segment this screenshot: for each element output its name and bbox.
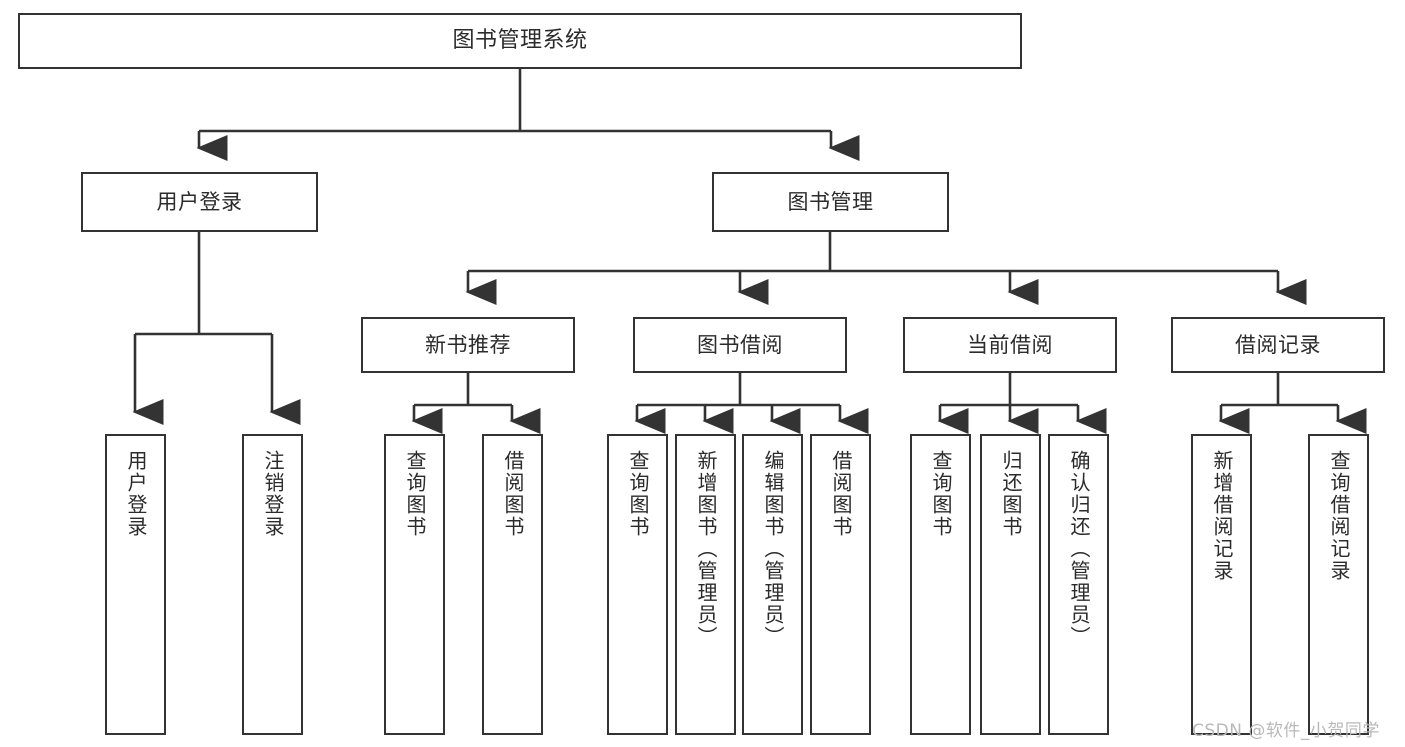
node-leaf-query-book-recommend[interactable]: 查询图书 [384,434,445,735]
node-leaf-logout[interactable]: 注销登录 [242,434,303,735]
node-current-borrow[interactable]: 当前借阅 [903,317,1117,373]
node-label: 借阅图书 [829,450,853,538]
node-leaf-query-book-current[interactable]: 查询图书 [910,434,971,735]
node-label: 编辑图书（管理员） [761,450,785,648]
node-label: 查询图书 [929,450,953,538]
node-label: 用户登录 [124,450,148,538]
node-label: 新增借阅记录 [1210,450,1234,582]
node-leaf-query-book-borrow[interactable]: 查询图书 [607,434,668,735]
node-label: 注销登录 [261,450,285,538]
node-leaf-confirm-return-admin[interactable]: 确认归还（管理员） [1048,434,1109,735]
node-leaf-add-book-admin[interactable]: 新增图书（管理员） [675,434,736,735]
node-leaf-return-book[interactable]: 归还图书 [980,434,1041,735]
node-label: 归还图书 [999,450,1023,538]
node-label: 查询图书 [626,450,650,538]
node-leaf-borrow-book[interactable]: 借阅图书 [810,434,871,735]
node-label: 借阅记录 [1235,332,1321,357]
node-label: 确认归还（管理员） [1067,450,1091,648]
node-book-borrow[interactable]: 图书借阅 [633,317,847,373]
node-borrow-record[interactable]: 借阅记录 [1171,317,1385,373]
node-label: 用户登录 [156,189,243,214]
node-leaf-query-borrow-record[interactable]: 查询借阅记录 [1308,434,1369,735]
node-label: 借阅图书 [501,450,525,538]
node-user-login[interactable]: 用户登录 [81,172,318,232]
node-leaf-edit-book-admin[interactable]: 编辑图书（管理员） [742,434,803,735]
node-label: 图书借阅 [697,332,783,357]
node-leaf-borrow-book-recommend[interactable]: 借阅图书 [482,434,543,735]
node-book-management[interactable]: 图书管理 [712,172,949,232]
node-leaf-add-borrow-record[interactable]: 新增借阅记录 [1191,434,1252,735]
node-new-book-recommend[interactable]: 新书推荐 [361,317,575,373]
node-label: 新增图书（管理员） [694,450,718,648]
node-leaf-user-login[interactable]: 用户登录 [105,434,166,735]
node-label: 当前借阅 [967,332,1053,357]
node-root-library-system[interactable]: 图书管理系统 [18,13,1022,69]
node-label: 图书管理 [787,189,874,214]
node-label: 查询图书 [403,450,427,538]
node-label: 新书推荐 [425,332,511,357]
node-label: 图书管理系统 [452,28,588,54]
node-label: 查询借阅记录 [1327,450,1351,582]
